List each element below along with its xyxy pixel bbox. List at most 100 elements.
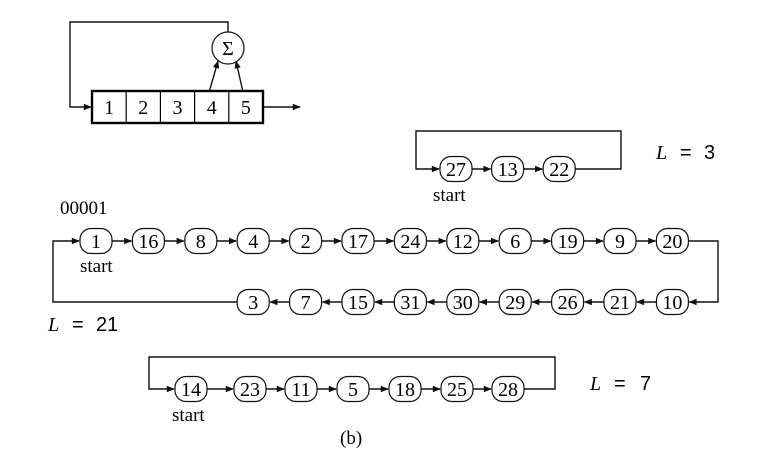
register-cell: 4 [207,97,217,119]
equals-sign: = [680,142,692,164]
state-node: 17 [341,227,375,255]
return-arrow [148,356,556,393]
state-node-value: 13 [498,159,518,181]
sigma-icon: Σ [222,38,234,60]
state-node: 19 [550,227,585,255]
state-node: 25 [440,375,474,403]
register-cell: 1 [104,97,114,119]
state-node: 28 [491,375,525,403]
state-node-value: 17 [348,231,368,253]
state-node: 11 [284,375,318,403]
cycle-7-length: L = 7 [589,373,651,395]
state-node: 1 [79,227,113,255]
start-label-cycle-3: start [433,185,466,206]
state-node: 4 [236,227,270,255]
register-cell: 5 [241,97,251,119]
state-node: 18 [388,375,422,403]
return-arrow [415,130,622,173]
figure-label: (b) [340,428,362,449]
tap-arrow-4 [208,60,220,92]
state-node-value: 26 [558,292,578,314]
register-cell: 3 [173,97,183,119]
state-node: 13 [491,155,525,183]
state-node: 15 [341,288,375,316]
state-node-value: 20 [662,231,682,253]
state-node-value: 29 [505,292,525,314]
state-node-value: 7 [301,292,311,314]
length-value: 21 [96,314,118,336]
state-node: 6 [498,227,532,255]
equals-sign: = [72,314,84,336]
state-node-value: 11 [291,379,310,401]
state-node: 26 [550,288,585,316]
state-node-value: 19 [558,231,578,253]
state-node: 3 [236,288,270,316]
state-node: 20 [655,227,690,255]
state-node: 5 [336,375,370,403]
length-symbol: L [47,314,59,336]
state-node-value: 25 [447,379,467,401]
register-cell: 2 [138,97,148,119]
state-node-value: 24 [400,231,420,253]
state-node-value: 28 [498,379,518,401]
state-node-value: 12 [453,231,473,253]
tap-arrow-5 [234,60,244,92]
state-node: 31 [393,288,427,316]
return-arrow [52,237,238,303]
state-node-value: 10 [662,292,682,314]
state-node: 7 [289,288,323,316]
start-label-cycle-7: start [172,405,205,426]
state-node: 16 [131,227,165,255]
length-value: 7 [640,373,651,395]
state-node: 30 [446,288,480,316]
state-node-value: 16 [138,231,158,253]
state-node-value: 2 [301,231,311,253]
state-node-value: 5 [348,379,358,401]
cycle-3: 27 13 22 [415,130,622,183]
state-node: 23 [233,375,267,403]
equals-sign: = [614,373,626,395]
state-node: 24 [393,227,427,255]
state-node-value: 31 [400,292,420,314]
state-node-value: 15 [348,292,368,314]
state-node-value: 9 [615,231,625,253]
state-node-value: 1 [91,231,101,253]
start-label-cycle-21: start [80,256,113,277]
state-node: 12 [446,227,480,255]
state-node: 29 [498,288,532,316]
state-node: 21 [603,288,637,316]
length-symbol: L [589,373,601,395]
state-node-value: 30 [453,292,473,314]
state-node-value: 4 [248,231,258,253]
state-node: 10 [655,288,690,316]
feedback-arrow [69,21,229,111]
cycle-21: 1 16 8 4 2 17 24 12 6 19 9 20 10 21 26 29 30 31 15 7 3 [52,227,719,316]
state-node: 27 [439,155,473,183]
state-node-value: 23 [240,379,260,401]
state-node: 14 [174,375,208,403]
state-node-value: 14 [181,379,201,401]
state-node-value: 6 [510,231,520,253]
state-node-value: 21 [610,292,630,314]
register-frame [90,89,265,125]
length-value: 3 [704,142,715,164]
shift-register: 1 2 3 4 5 Σ [69,21,301,125]
state-node-value: 22 [549,159,569,181]
initial-state-label: 00001 [60,198,108,219]
state-node: 2 [289,227,323,255]
cycle-7: 14 23 11 5 18 25 28 [148,356,556,403]
cycle-3-length: L = 3 [655,142,715,164]
state-node-value: 8 [196,231,206,253]
cycle-21-length: L = 21 [47,314,118,336]
wrap-arrow [688,240,719,306]
length-symbol: L [655,142,667,164]
state-node: 9 [603,227,637,255]
state-node-value: 18 [395,379,415,401]
state-node-value: 27 [446,159,466,181]
state-node: 22 [542,155,576,183]
state-node-value: 3 [248,292,258,314]
state-node: 8 [184,227,218,255]
